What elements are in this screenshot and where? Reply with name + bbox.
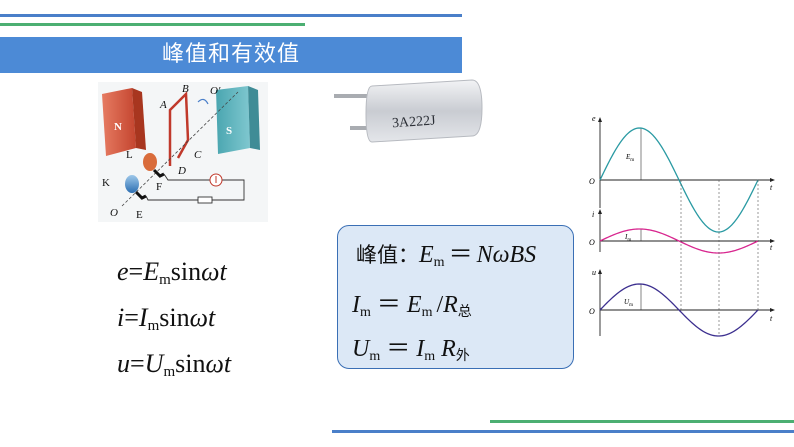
peak-line2-e-sub: m (421, 305, 433, 320)
formula-i-sub: m (147, 318, 160, 334)
label-l: L (126, 149, 133, 161)
peak-line2-sub: m (360, 305, 371, 320)
formula-e-fn: sin (170, 257, 202, 286)
peak-line3-var: U (352, 336, 370, 362)
peak-line3-i-sub: m (424, 349, 436, 364)
formula-i-fn: sin (159, 303, 190, 332)
label-o: O (110, 207, 118, 219)
generator-figure: N S A B C D O′ L K F O E (98, 82, 268, 222)
formula-e-sub: m (159, 272, 171, 288)
wave-i (599, 228, 759, 254)
resistor-icon (197, 196, 213, 204)
peak-line2-var: I (352, 292, 360, 318)
top-line-blue (0, 14, 462, 17)
panel-u-t: t (770, 314, 773, 323)
peak-line3-i: I (416, 336, 425, 362)
label-d: D (177, 165, 186, 177)
wave-u (599, 283, 759, 337)
peak-line3-eq: ＝ (386, 336, 411, 362)
formula-e: e=Emsinωt (117, 257, 227, 289)
bottom-line-green (490, 420, 794, 423)
formula-i: i=Imsinωt (117, 303, 215, 335)
panel-i: i O t Im (589, 209, 775, 254)
formula-i-amp: I (138, 303, 148, 332)
formula-i-eq: = (124, 303, 139, 332)
bottom-line-blue (332, 430, 794, 433)
formula-u-amp: U (144, 349, 164, 378)
peak-line2-eq: ＝ (376, 292, 401, 318)
peak-line2-r: R (443, 292, 458, 318)
slide-title: 峰值和有效值 (161, 42, 300, 67)
label-c: C (194, 149, 202, 161)
coil-shape (168, 91, 190, 166)
title-bar (0, 37, 462, 73)
panel-e-axis-label: e (592, 114, 596, 123)
peak-line3-r-sub: 外 (455, 348, 470, 364)
top-line-green (0, 23, 305, 26)
panel-e-origin: O (589, 177, 595, 186)
slip-ring-l (143, 153, 157, 171)
waveform-graphs: e O t Em i O t Im u O t Um (589, 114, 775, 337)
peak-line-2: Im＝Em/R总 (352, 284, 472, 321)
panel-u-amp-label: Um (624, 298, 633, 308)
panel-e: e O t Em (589, 114, 775, 233)
formula-u-arg: ωt (205, 349, 232, 378)
formula-u-fn: sin (175, 349, 206, 378)
formula-u: u=Umsinωt (117, 349, 231, 381)
peak-line2-e: E (406, 292, 422, 318)
formula-u-lhs: u (117, 349, 130, 378)
panel-i-origin: O (589, 238, 595, 247)
magnet-s-label: S (226, 125, 232, 137)
label-k: K (102, 177, 110, 189)
formula-e-arg: ωt (201, 257, 227, 286)
panel-i-axis-label: i (592, 210, 594, 219)
label-e: E (136, 209, 143, 221)
formula-e-eq: = (128, 257, 144, 286)
peak-line1-var: E (419, 242, 434, 268)
panel-u-axis-label: u (592, 268, 596, 277)
component-body (365, 79, 483, 143)
formula-e-amp: E (143, 257, 160, 286)
magnet-n-label: N (114, 121, 122, 133)
peak-line2-slash: / (436, 292, 444, 318)
formula-u-sub: m (163, 364, 176, 380)
formula-e-lhs: e (117, 257, 129, 286)
label-b: B (182, 83, 189, 95)
peak-value-box (337, 225, 574, 369)
formula-i-lhs: i (117, 303, 125, 332)
panel-u: u O t Um (589, 268, 775, 337)
component-lead-2 (350, 126, 378, 130)
slip-ring-k (125, 175, 139, 193)
panel-i-amp-label: Im (624, 233, 631, 243)
panel-u-origin: O (589, 307, 595, 316)
component-photo: 3A222J (334, 79, 483, 143)
formula-i-arg: ωt (189, 303, 216, 332)
component-lead-1 (334, 94, 374, 98)
panel-e-t: t (770, 183, 773, 192)
wave-e (599, 127, 759, 233)
peak-line2-r-sub: 总 (457, 304, 472, 320)
peak-line3-sub: m (369, 349, 381, 364)
peak-line-1: 峰值：Em＝NωBS (356, 234, 536, 271)
label-a: A (159, 99, 167, 111)
panel-e-amp-label: Em (625, 153, 634, 163)
label-o-prime: O′ (210, 85, 221, 97)
peak-label: 峰值： (356, 243, 419, 267)
magnet-n-shape (102, 88, 136, 156)
formula-u-eq: = (130, 349, 145, 378)
magnet-s-shape (216, 86, 250, 154)
component-marking: 3A222J (392, 113, 437, 131)
peak-line1-sub: m (433, 255, 445, 270)
peak-line3-r: R (441, 336, 456, 362)
panel-i-t: t (770, 243, 773, 252)
peak-line1-eq: ＝ (448, 242, 473, 268)
peak-line1-rhs: NωBS (476, 242, 537, 268)
label-f: F (156, 181, 162, 193)
